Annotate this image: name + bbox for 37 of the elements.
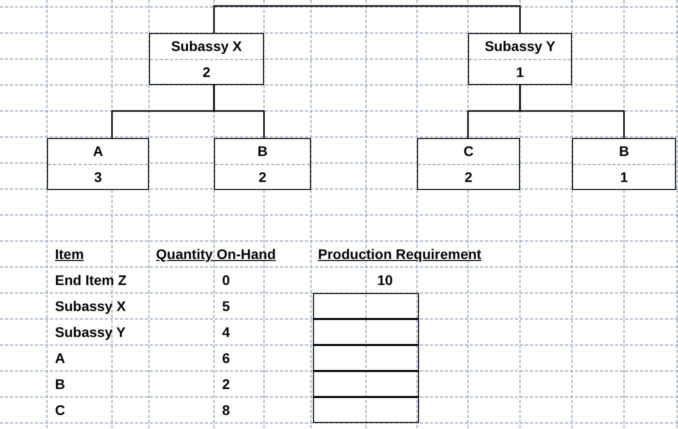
quantity: 1 — [620, 170, 628, 184]
part-box — [417, 138, 520, 190]
part-name: C — [463, 144, 474, 158]
table-cell-text: C — [55, 403, 66, 417]
connector-line — [213, 85, 265, 138]
connector-line — [519, 85, 625, 138]
table-cell-text: End Item Z — [55, 273, 127, 287]
quantity: 2 — [202, 64, 210, 79]
table-cell-text: 2 — [222, 377, 230, 391]
part-box — [149, 33, 264, 85]
connector-line — [213, 5, 521, 33]
table-cell-text: 4 — [222, 325, 230, 339]
part-box — [214, 138, 311, 190]
part-box — [572, 138, 676, 190]
part-name: A — [92, 144, 104, 158]
part-name: B — [618, 144, 630, 158]
quantity: 2 — [258, 170, 266, 184]
quantity: 3 — [94, 170, 102, 184]
column-header: Production Requirement — [318, 247, 482, 261]
part-box — [468, 33, 572, 85]
part-box — [47, 138, 149, 190]
table-cell-text: 6 — [222, 351, 230, 365]
table-cell-text: Subassy X — [55, 299, 126, 313]
table-cell-text: 5 — [222, 299, 230, 313]
quantity: 2 — [464, 170, 472, 184]
table-cell-text: A — [55, 351, 66, 365]
part-name: B — [257, 144, 268, 158]
column-header: Quantity On-Hand — [156, 247, 276, 261]
column-header: Item — [55, 247, 84, 261]
quantity: 1 — [516, 64, 524, 79]
table-cell-text: B — [55, 377, 66, 391]
table-cell-text: 10 — [377, 273, 393, 287]
table-cell-text: Subassy Y — [55, 325, 126, 339]
part-name: Subassy Y — [484, 39, 556, 54]
table-cell-text: 8 — [222, 403, 230, 417]
table-cell-text: 0 — [222, 273, 230, 287]
part-name: Subassy X — [171, 39, 242, 54]
